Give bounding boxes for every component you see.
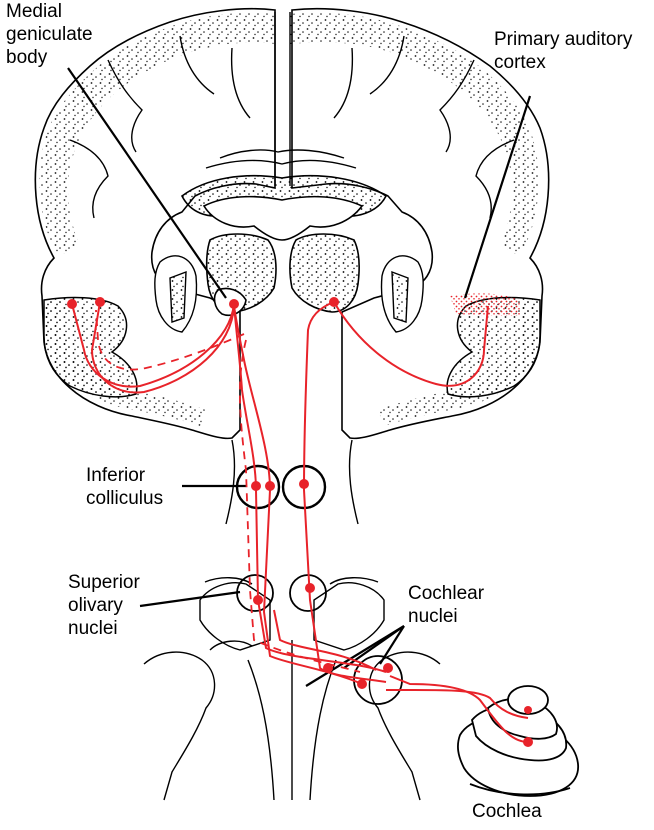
auditory-pathway-dashed (95, 309, 361, 673)
label-cochlea: Cochlea (472, 801, 542, 822)
superior-olive-left (236, 574, 274, 612)
temporal-lobes (43, 293, 541, 398)
label-medial-geniculate: Medial geniculate body (6, 1, 93, 68)
label-superior-olivary-nuclei: Superior olivary nuclei (68, 572, 140, 639)
corpus-callosum (180, 174, 388, 241)
label-inferior-colliculus: Inferior colliculus (86, 465, 164, 509)
label-primary-auditory-cortex: Primary auditory cortex (494, 29, 633, 73)
auditory-pathway (71, 301, 529, 743)
inferior-colliculus-left (235, 464, 281, 510)
label-cochlear-nuclei: Cochlear nuclei (408, 583, 485, 627)
brainstem (143, 439, 441, 801)
synapse-markers (67, 297, 533, 747)
sulci (69, 12, 515, 219)
basal-ganglia (154, 255, 424, 333)
